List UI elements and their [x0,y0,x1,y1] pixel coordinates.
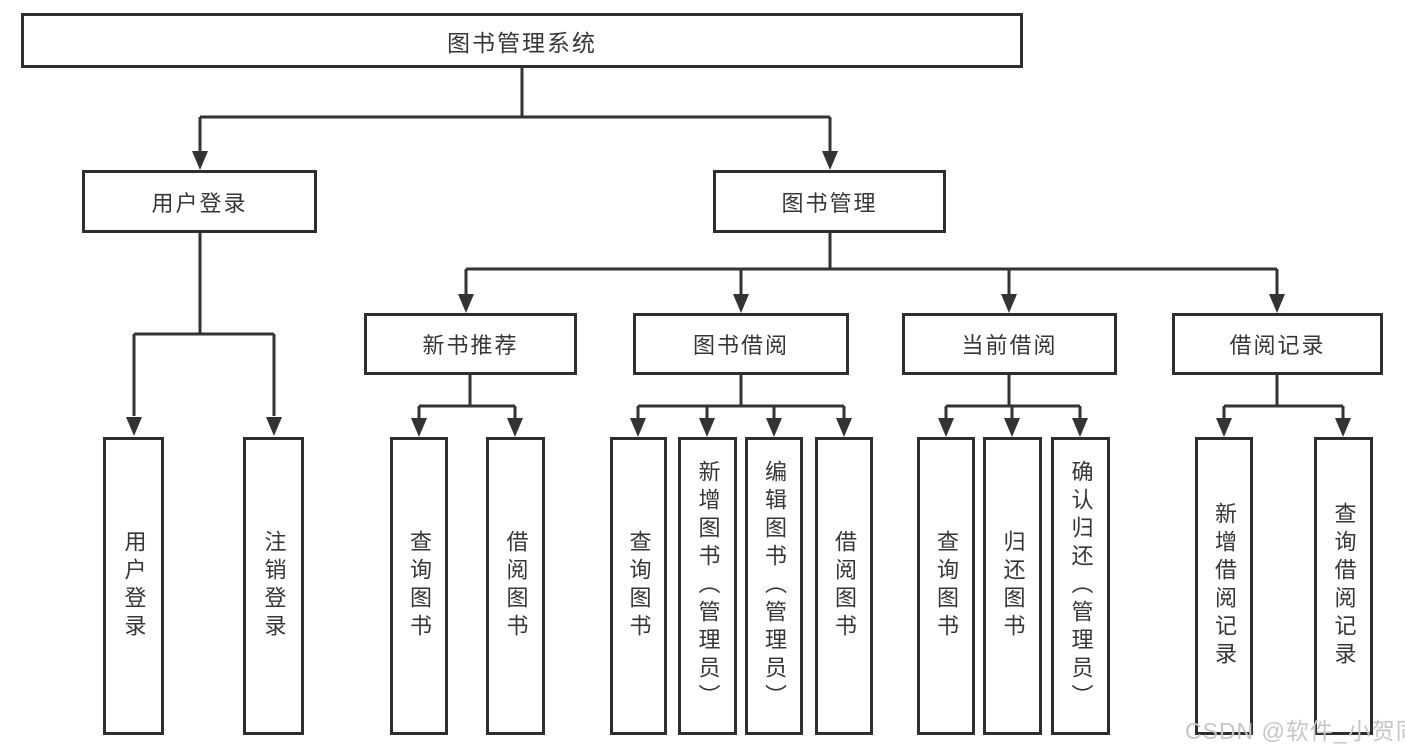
leaf-label: 确认归还（管理员） [1068,460,1094,712]
leaf-query-books-current: 查询图书 [917,437,975,735]
leaf-label: 注销登录 [261,530,287,642]
leaf-label: 查询图书 [626,530,652,642]
leaf-logout: 注销登录 [243,437,304,735]
node-new-book-recommendation: 新书推荐 [364,313,577,375]
leaf-user-login: 用户登录 [103,437,164,735]
node-label: 图书借阅 [692,333,789,358]
leaf-label: 新增借阅记录 [1212,502,1237,670]
leaf-label: 用户登录 [121,530,147,642]
leaf-label: 借阅图书 [832,530,857,642]
leaf-label: 查询图书 [934,530,959,642]
leaf-borrow-books: 借阅图书 [815,437,873,735]
leaf-label: 查询图书 [407,530,432,642]
leaf-borrow-books-recommend: 借阅图书 [486,437,545,735]
node-current-borrowing: 当前借阅 [902,313,1117,375]
node-label: 图书管理 [781,190,878,216]
leaf-label: 新增图书（管理员） [695,460,721,712]
leaf-label: 编辑图书（管理员） [762,460,787,712]
leaf-confirm-return-admin: 确认归还（管理员） [1051,437,1110,735]
node-label: 新书推荐 [422,333,519,358]
node-label: 图书管理系统 [447,29,597,56]
leaf-return-books: 归还图书 [983,437,1042,735]
leaf-query-borrow-record: 查询借阅记录 [1314,437,1373,735]
node-label: 用户登录 [151,190,248,216]
leaf-label: 查询借阅记录 [1331,502,1357,670]
leaf-label: 归还图书 [1000,530,1026,642]
leaf-add-books-admin: 新增图书（管理员） [678,437,737,735]
leaf-label: 借阅图书 [503,530,529,642]
node-user-login: 用户登录 [82,170,317,233]
node-label: 借阅记录 [1229,333,1326,358]
leaf-add-borrow-record: 新增借阅记录 [1195,437,1253,735]
node-book-borrowing: 图书借阅 [633,313,849,375]
node-root-library-management-system: 图书管理系统 [21,13,1023,68]
leaf-query-books-borrow: 查询图书 [610,437,667,735]
node-borrowing-records: 借阅记录 [1172,313,1383,375]
node-book-management: 图书管理 [713,170,946,233]
node-label: 当前借阅 [961,333,1058,358]
leaf-query-books-recommend: 查询图书 [390,437,448,735]
leaf-edit-books-admin: 编辑图书（管理员） [745,437,803,735]
csdn-watermark: CSDN @软件_小贺同学 [1185,718,1405,744]
